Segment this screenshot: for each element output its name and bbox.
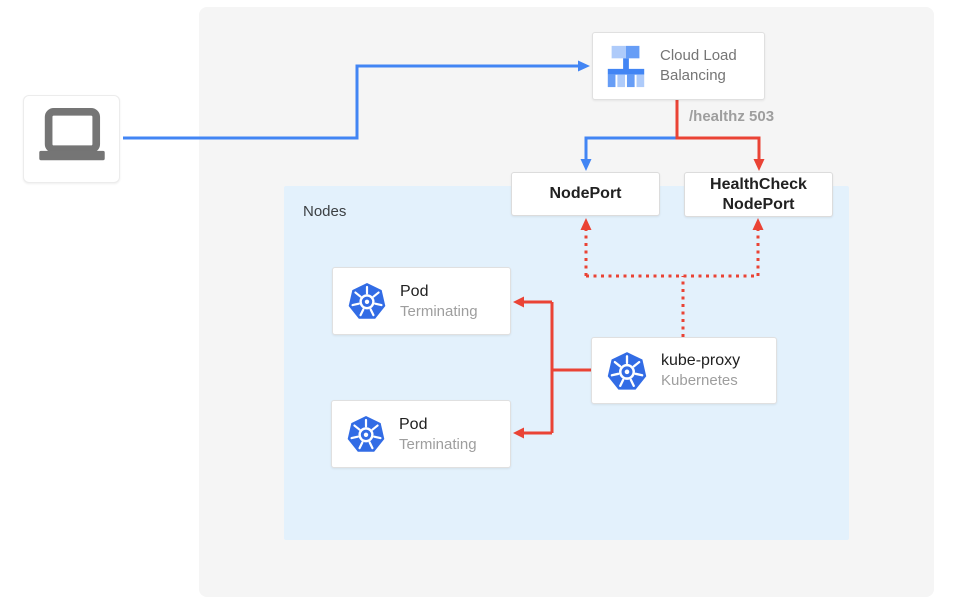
kube-proxy-text: kube-proxy Kubernetes: [661, 350, 740, 391]
healthz-status-label: /healthz 503: [689, 108, 775, 125]
pod-status: Terminating: [399, 435, 477, 453]
kube-proxy-subtitle: Kubernetes: [661, 372, 738, 389]
pod-text: Pod Terminating: [399, 414, 477, 455]
kubernetes-icon: [347, 416, 385, 452]
pod-title: Pod: [400, 282, 429, 300]
kubernetes-icon: [607, 351, 647, 390]
client-box: [23, 95, 120, 183]
load-balancer-icon: [607, 45, 645, 88]
nodes-label: Nodes: [303, 203, 347, 220]
cloud-load-balancing-box: Cloud Load Balancing: [592, 32, 765, 100]
pod-status: Terminating: [400, 302, 478, 320]
kube-proxy-title: kube-proxy: [661, 352, 741, 369]
pod-box-1: Pod Terminating: [332, 267, 511, 335]
pod-text: Pod Terminating: [400, 281, 478, 322]
kubernetes-icon: [348, 283, 386, 319]
nodeport-box: NodePort: [511, 172, 660, 216]
pod-title: Pod: [399, 415, 428, 433]
laptop-icon: [38, 107, 105, 161]
cloud-load-balancing-label: Cloud Load Balancing: [660, 47, 737, 84]
healthcheck-nodeport-box: HealthCheck NodePort: [684, 172, 833, 217]
kube-proxy-box: kube-proxy Kubernetes: [591, 337, 777, 404]
pod-box-2: Pod Terminating: [331, 400, 511, 468]
